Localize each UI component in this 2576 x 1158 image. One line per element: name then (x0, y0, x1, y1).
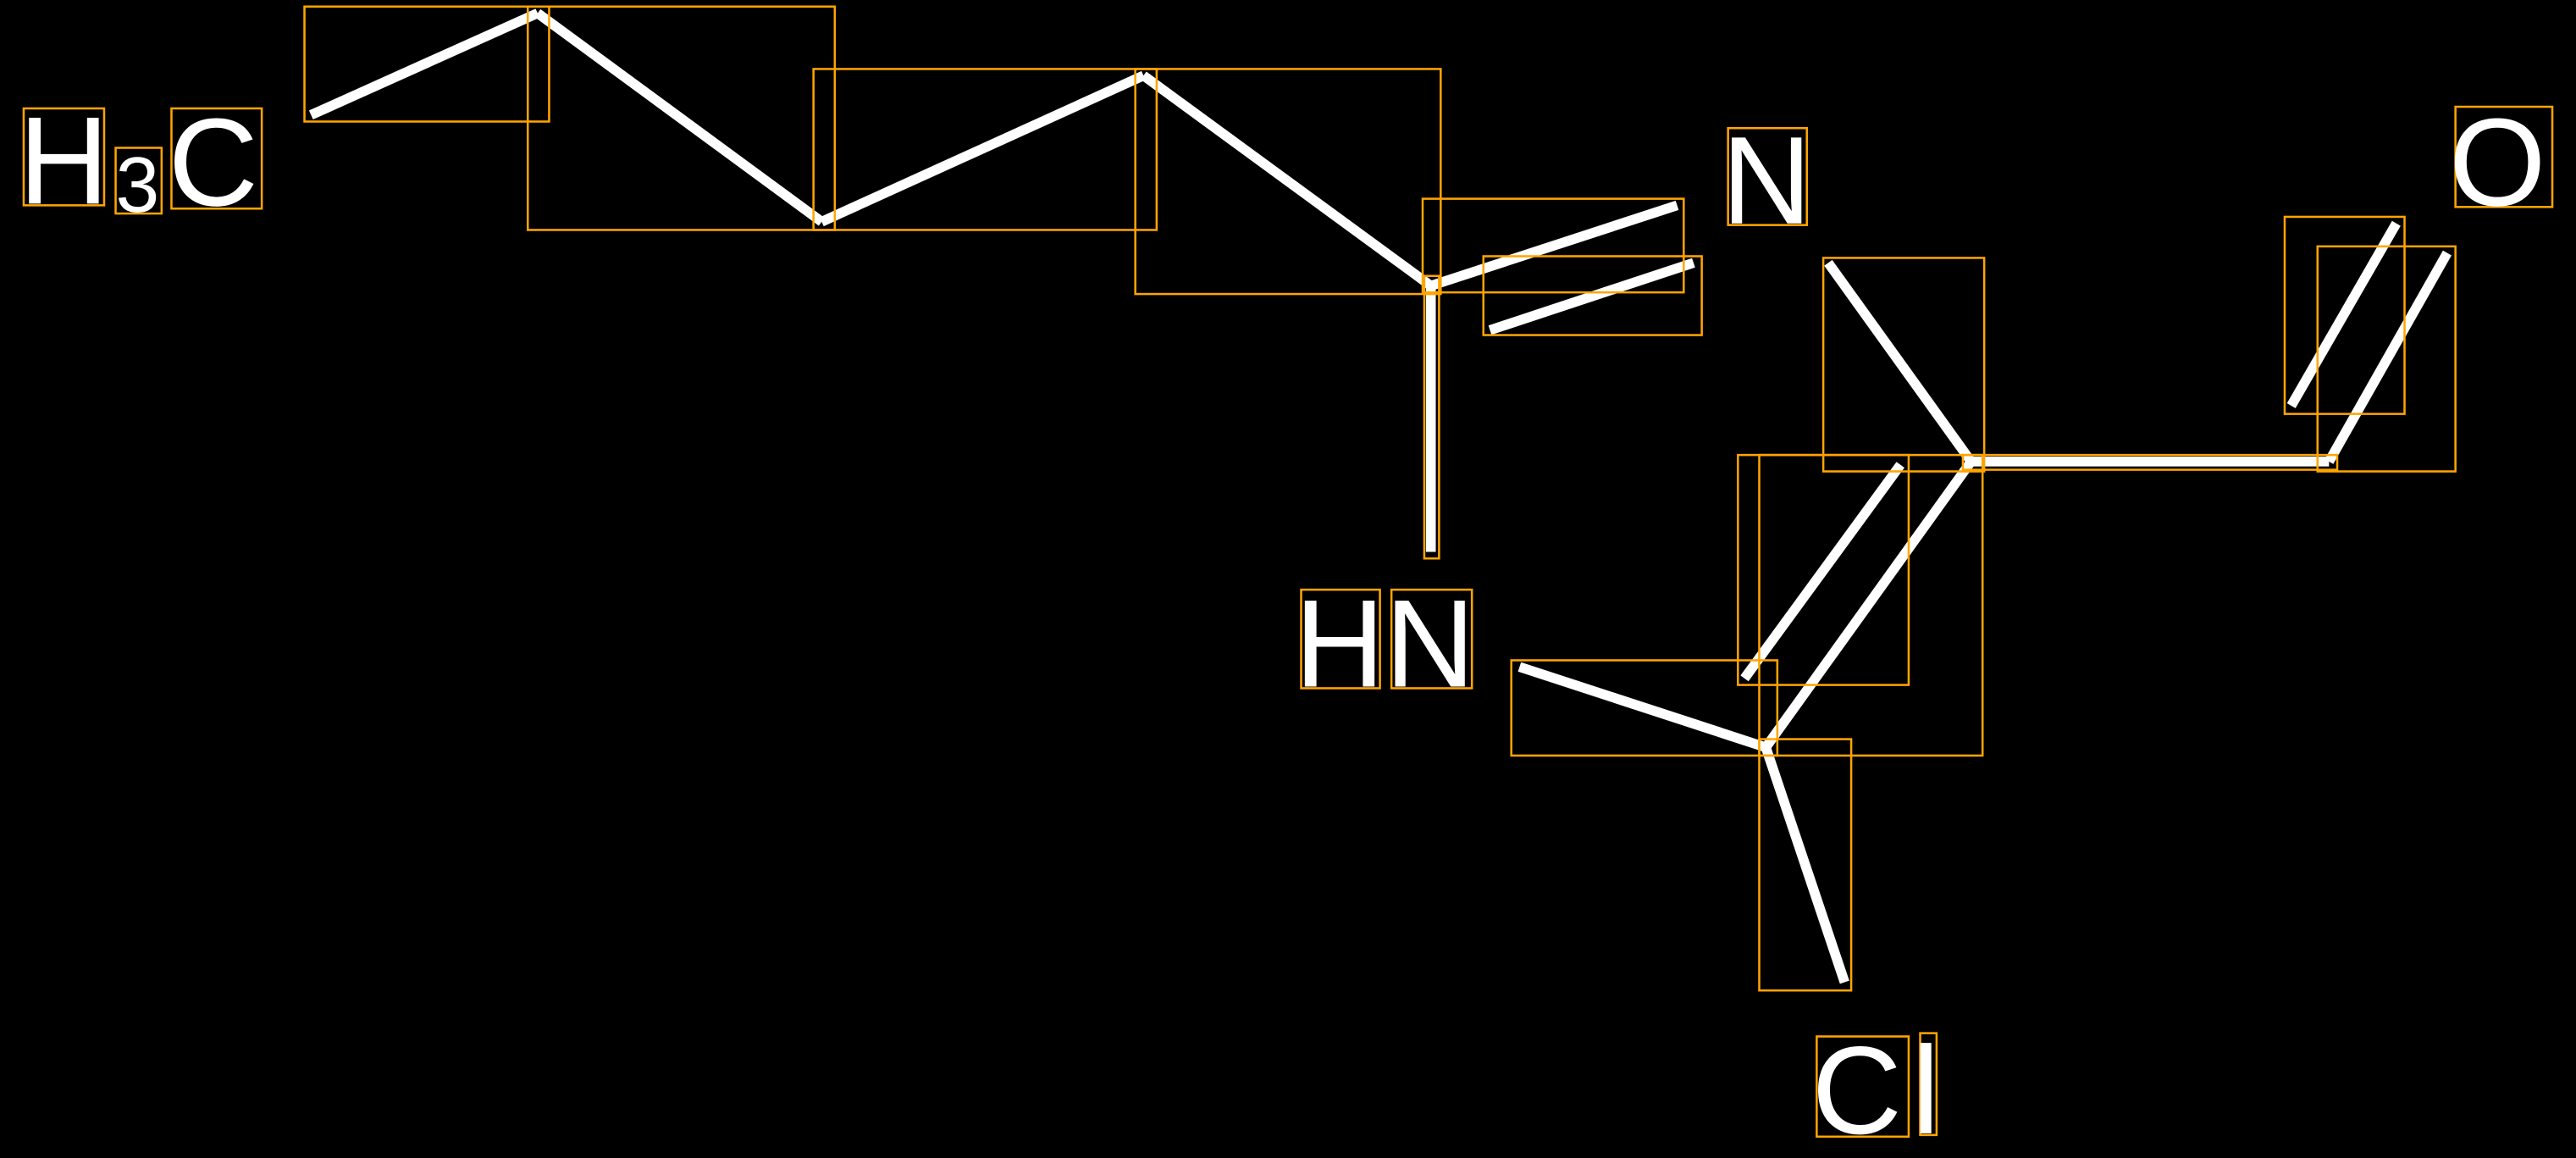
bbox (1758, 738, 1853, 992)
bbox (22, 107, 106, 207)
bond-c1-c2 (534, 8, 825, 226)
atom-label-chlorine-c: C (1812, 1022, 1902, 1158)
atom-labels: H 3 C N H N O C l (19, 91, 2546, 1158)
atom-label-amine-h: H (1295, 575, 1385, 714)
bbox (2283, 215, 2406, 415)
atom-label-h: H (19, 91, 108, 230)
atom-label-chlorine-l: l (1912, 1022, 1940, 1158)
bond-c6-o-double-a (2324, 250, 2452, 464)
bbox (1390, 588, 1473, 690)
bbox (303, 5, 550, 123)
bond-c6-o-double-b (2286, 220, 2401, 408)
bbox (1421, 197, 1685, 294)
bbox (1919, 1032, 1938, 1137)
bond-c7-nh (1517, 662, 1768, 752)
bond-c7-cl (1761, 745, 1849, 984)
bond-ch3-c1 (308, 8, 540, 120)
bbox (2454, 105, 2554, 208)
bbox (114, 147, 163, 215)
atom-label-oxygen: O (2449, 93, 2546, 232)
bond-c3-c4 (1140, 71, 1434, 291)
atom-label-subscript-3: 3 (116, 141, 160, 229)
bbox (1961, 453, 2339, 471)
atom-label-nitrile-n: N (1722, 112, 1811, 251)
bbox (1510, 659, 1779, 757)
bond-c5-c7-double-b (1740, 462, 1904, 682)
bond-c4-n-double-b (1488, 258, 1695, 335)
atom-label-c: C (169, 93, 258, 232)
atom-label-amine-n: N (1385, 575, 1474, 714)
bbox (1821, 257, 1986, 473)
bbox (1758, 453, 1984, 757)
bbox (1134, 68, 1442, 296)
bbox (170, 107, 263, 210)
bbox (1727, 126, 1808, 226)
bounding-boxes (22, 5, 2554, 1139)
bond-n-c5 (1824, 259, 1976, 465)
bbox (1423, 274, 1440, 560)
bonds (308, 8, 2452, 984)
bbox (1300, 588, 1381, 690)
bond-c2-c3 (819, 70, 1146, 227)
bbox (1482, 255, 1703, 336)
bbox (2316, 245, 2457, 473)
bond-c4-n-double-a (1429, 200, 1679, 291)
bbox (1816, 1035, 1910, 1139)
bond-c5-c7-double-a (1761, 458, 1976, 751)
bbox (812, 68, 1158, 231)
bbox (526, 5, 837, 231)
